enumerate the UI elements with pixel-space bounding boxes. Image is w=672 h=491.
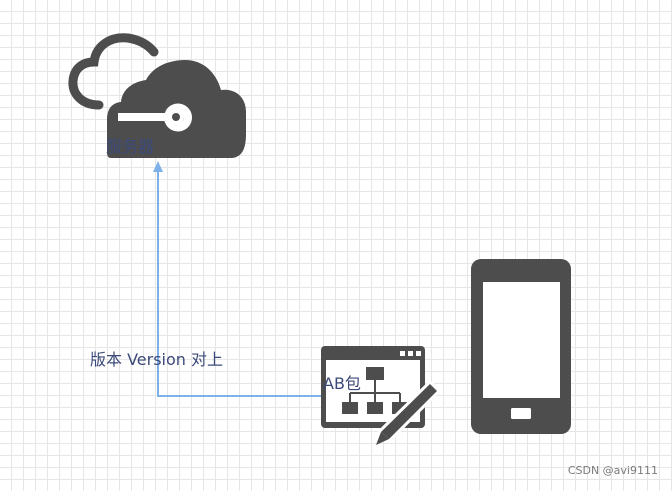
cloud-server-icon (68, 33, 246, 158)
server-label: 服务器 (106, 137, 155, 156)
edge-label: 版本 Version 对上 (90, 350, 224, 369)
edge-package-to-server (153, 161, 322, 397)
package-hierarchy-icon (321, 346, 440, 445)
package-label: AB包 (323, 374, 361, 393)
mobile-phone-icon (471, 259, 571, 434)
watermark: CSDN @avi9111 (567, 464, 658, 477)
